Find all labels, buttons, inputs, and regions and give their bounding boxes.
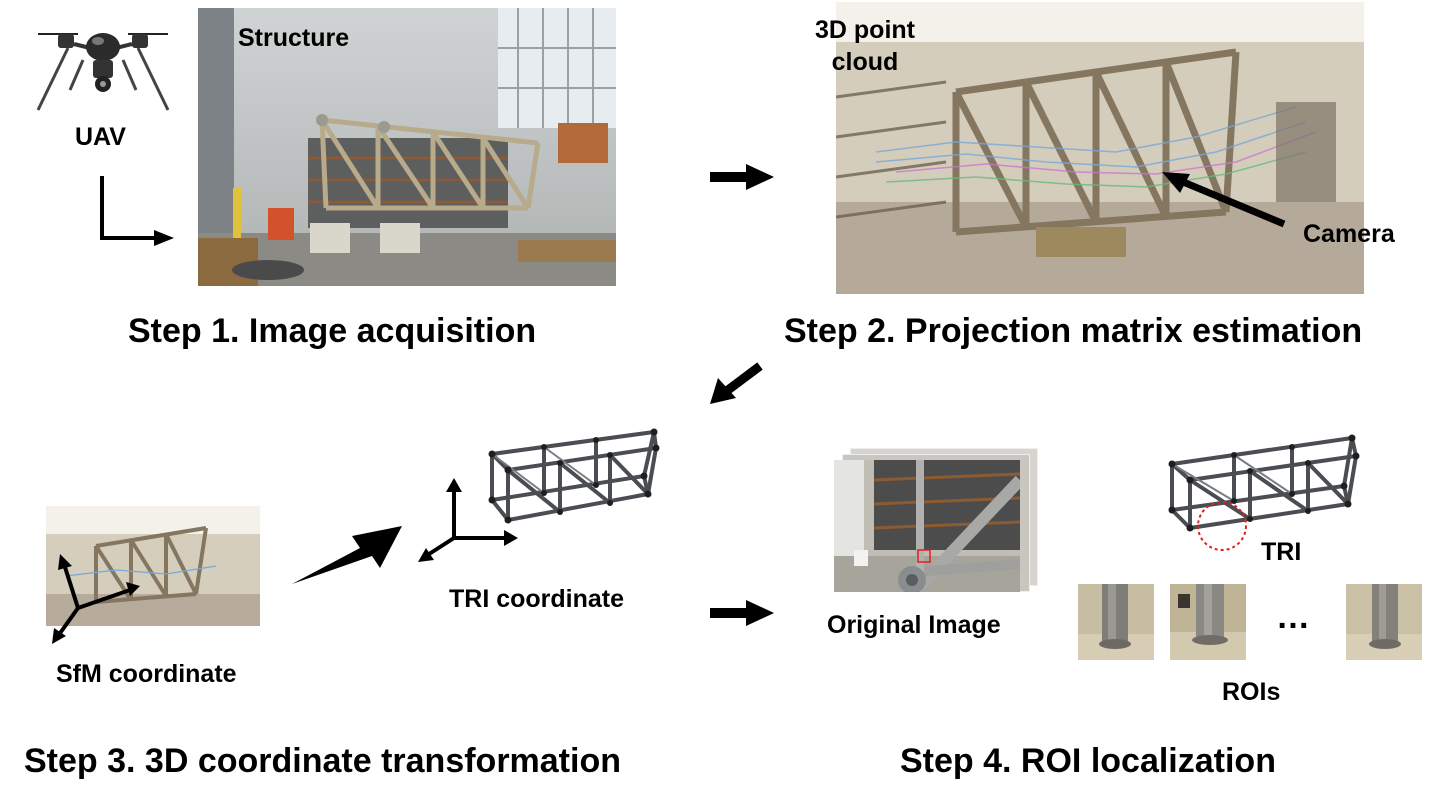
tri-model-step3: [488, 428, 660, 524]
roi-thumbnail-3: [1346, 584, 1422, 660]
sfm-coordinate-label: SfM coordinate: [56, 660, 237, 688]
arrow-right-icon: [710, 164, 774, 190]
ellipsis-label: …: [1276, 598, 1310, 636]
step4-title: Step 4. ROI localization: [900, 742, 1276, 780]
sfm-cloud-image: [46, 506, 260, 626]
step1-title: Step 1. Image acquisition: [128, 312, 537, 350]
point-cloud-image: [836, 2, 1364, 294]
drone-icon: [36, 33, 170, 111]
tri-model-step4: [1168, 434, 1360, 551]
tri-label: TRI: [1261, 538, 1302, 566]
arrow-down-left-icon: [710, 362, 763, 404]
tri-coordinate-label: TRI coordinate: [449, 585, 625, 613]
step3-title: Step 3. 3D coordinate transformation: [24, 742, 621, 780]
camera-label: Camera: [1303, 220, 1395, 248]
original-image: [834, 460, 1020, 592]
step2-title: Step 2. Projection matrix estimation: [784, 312, 1363, 350]
structure-label: Structure: [238, 24, 350, 52]
arrow-right-icon: [710, 600, 774, 626]
tri-axes-icon: [418, 478, 518, 562]
uav-label: UAV: [75, 123, 126, 151]
point-cloud-label: 3D point cloud: [815, 16, 915, 76]
sfm-axes-icon: [52, 554, 140, 644]
structure-photo: [198, 8, 616, 286]
original-image-label: Original Image: [827, 611, 1001, 639]
arrow-up-right-icon: [292, 526, 402, 584]
l-arrow: [100, 176, 174, 246]
rois-label: ROIs: [1222, 678, 1281, 706]
roi-thumbnail-2: [1170, 584, 1246, 660]
roi-thumbnail-1: [1078, 584, 1154, 660]
